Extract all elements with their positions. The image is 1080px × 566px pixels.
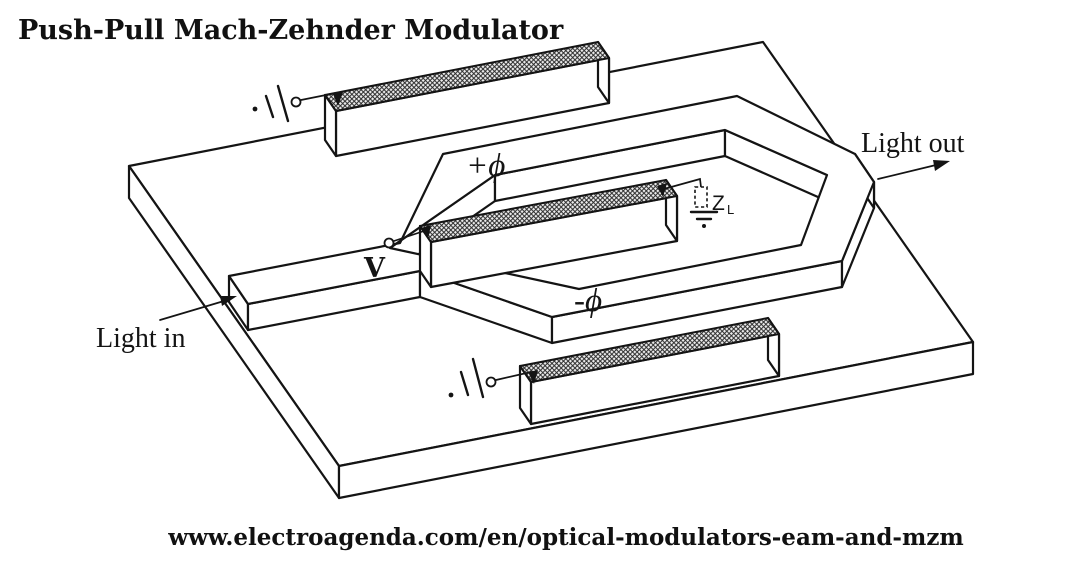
- ground-top: [252, 84, 343, 123]
- load-wire: [663, 177, 702, 190]
- ground-top-bar-short: [264, 94, 275, 119]
- electrode-top: [323, 40, 611, 158]
- ground-bottom: [448, 357, 538, 399]
- source-url: www.electroagenda.com/en/optical-modulat…: [167, 524, 963, 551]
- ground-top-dot: [252, 106, 258, 112]
- electrode-center: [418, 178, 679, 289]
- phase-upper-label: +ϕ: [466, 148, 505, 184]
- ground-top-terminal: [290, 96, 302, 108]
- electrode-top-hatched-face: [324, 41, 610, 112]
- load-impedance-subscript: L: [727, 202, 734, 217]
- light-out-label: Light out: [861, 128, 965, 159]
- load-ground-dot: [702, 224, 706, 228]
- light-out-arrow-line: [877, 164, 937, 180]
- load-impedance-label: Z: [712, 192, 725, 215]
- load-impedance: [657, 177, 719, 228]
- page-title: Push-Pull Mach-Zehnder Modulator: [18, 15, 564, 46]
- ground-bottom-bar-long: [471, 357, 485, 399]
- voltage-terminal: [383, 237, 395, 249]
- ground-bottom-attach-arrow: [528, 370, 538, 384]
- ground-bottom-bar-short: [459, 370, 470, 397]
- light-in-label: Light in: [96, 323, 185, 354]
- voltage-wire: [393, 230, 425, 242]
- voltage-source: [383, 225, 431, 249]
- ground-bottom-wire: [495, 371, 532, 381]
- ground-top-bar-long: [276, 84, 290, 123]
- ground-bottom-dot: [448, 392, 454, 398]
- substrate-front-face: [337, 340, 975, 500]
- waveguide-top-face: [227, 94, 876, 319]
- light-in-arrow: [159, 296, 237, 321]
- drive-voltage-label: V: [363, 253, 386, 284]
- load-box-icon: [694, 186, 708, 208]
- light-out-arrow: [877, 160, 950, 180]
- light-in-arrowhead-icon: [220, 296, 237, 306]
- electrode-bottom: [518, 316, 781, 426]
- light-in-arrow-line: [159, 300, 225, 321]
- mz-waveguide: [227, 94, 876, 345]
- voltage-attach-arrow: [421, 225, 431, 239]
- electrode-bottom-hatched-face: [519, 317, 780, 383]
- ground-top-attach-arrow: [333, 92, 343, 106]
- ground-top-wire: [300, 92, 337, 101]
- load-attach-arrow: [657, 183, 667, 197]
- ground-bottom-terminal: [485, 376, 497, 388]
- phase-lower-label: -ϕ: [574, 283, 602, 319]
- light-out-arrowhead-icon: [933, 160, 950, 171]
